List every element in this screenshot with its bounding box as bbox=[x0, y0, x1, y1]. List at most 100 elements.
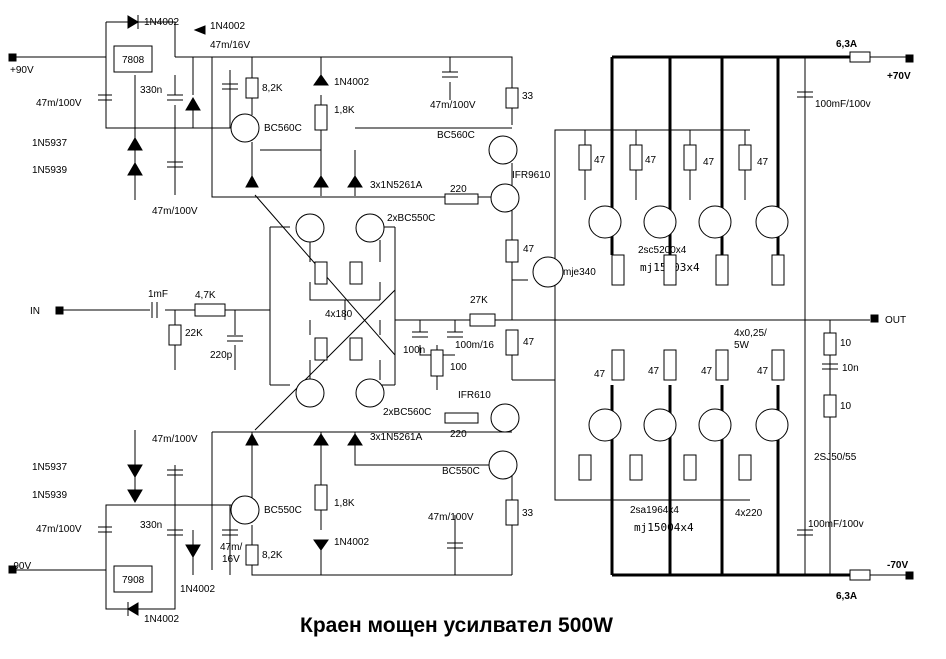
pos90-terminal bbox=[8, 53, 17, 62]
z-1n5261a-bot-label: 3x1N5261A bbox=[370, 432, 423, 443]
q-2sa1964-label: 2sa1964x4 bbox=[630, 505, 679, 516]
z-1n5937-top-label: 1N5937 bbox=[32, 138, 67, 149]
svg-text:47: 47 bbox=[594, 155, 606, 166]
reg-7908-label: 7908 bbox=[122, 575, 145, 586]
res-220-bot-label: 220 bbox=[450, 429, 467, 440]
cap-220p-label: 220p bbox=[210, 350, 233, 361]
q-mj15004-label: mj15004x4 bbox=[634, 521, 694, 534]
q-2sc5200-label: 2sc5200x4 bbox=[638, 245, 687, 256]
svg-text:47: 47 bbox=[645, 155, 657, 166]
res-4x025-label: 4x0,25/ bbox=[734, 328, 767, 339]
svg-text:47: 47 bbox=[701, 366, 713, 377]
pos90-label: +90V bbox=[10, 65, 34, 76]
pos70-label: +70V bbox=[887, 71, 911, 82]
res-47k-label: 4,7K bbox=[195, 290, 216, 301]
res-47-drv-top-label: 47 bbox=[523, 244, 535, 255]
svg-text:47: 47 bbox=[594, 369, 606, 380]
res-4x025-w-label: 5W bbox=[734, 340, 750, 351]
q-bc560c-left-label: BC560C bbox=[264, 123, 302, 134]
q-bc550c-right-label: BC550C bbox=[442, 466, 480, 477]
z-1n5937-bot-label: 1N5937 bbox=[32, 462, 67, 473]
res-10-a-label: 10 bbox=[840, 338, 852, 349]
q-bc560c-left-icon bbox=[230, 113, 260, 143]
z-1n5939-bot-label: 1N5939 bbox=[32, 490, 67, 501]
pos70-terminal bbox=[905, 54, 914, 63]
d-1n4002-b-label: 1N4002 bbox=[210, 21, 245, 32]
q-bc550c-left-icon bbox=[230, 495, 260, 525]
cap-100n-label: 100n bbox=[403, 345, 425, 356]
res-220-top-label: 220 bbox=[450, 184, 467, 195]
q-mje340-icon bbox=[532, 256, 564, 288]
d-1n4002-a-icon bbox=[127, 15, 139, 29]
d-1n4002-d-label: 1N4002 bbox=[334, 537, 369, 548]
out-terminal bbox=[870, 314, 879, 323]
q-2sj50-label: 2SJ50/55 bbox=[814, 452, 857, 463]
res-4x220-label: 4x220 bbox=[735, 508, 763, 519]
cap-47m100-bl-label: 47m/100V bbox=[152, 434, 198, 445]
cap-10n-label: 10n bbox=[842, 363, 859, 374]
res-82k-bot-label: 8,2K bbox=[262, 550, 283, 561]
cap-330n-bot-label: 330n bbox=[140, 520, 162, 531]
cap-47m100-bl3-label: 47m/100V bbox=[36, 524, 82, 535]
res-4x180-label: 4x180 bbox=[325, 309, 353, 320]
res-22k-label: 22K bbox=[185, 328, 203, 339]
q-ifr610-icon bbox=[490, 403, 520, 433]
cap-47m100-bc-label: 47m/100V bbox=[428, 512, 474, 523]
q-ifr610-label: IFR610 bbox=[458, 390, 491, 401]
d-1n4002-a-label: 1N4002 bbox=[144, 17, 179, 28]
neg70-label: -70V bbox=[887, 560, 908, 571]
reg-7908 bbox=[113, 565, 153, 593]
neg90-label: -90V bbox=[10, 561, 31, 572]
in-terminal bbox=[55, 306, 64, 315]
q-ifr9610-icon bbox=[490, 183, 520, 213]
q-bc550c-right-icon bbox=[488, 450, 518, 480]
d-1n4002-e-label: 1N4002 bbox=[144, 614, 179, 625]
cap-47m100-tc-label: 47m/100V bbox=[430, 100, 476, 111]
res-47-drv-bot-label: 47 bbox=[523, 337, 535, 348]
q-2xbc560c-label: 2xBC560C bbox=[383, 407, 431, 418]
res-82k-top-label: 8,2K bbox=[262, 83, 283, 94]
q-2xbc550c-label: 2xBC550C bbox=[387, 213, 435, 224]
cap-47m16-bot-b-label: 16V bbox=[222, 554, 240, 565]
res-18k-bot-label: 1,8K bbox=[334, 498, 355, 509]
cap-100mf-bot-label: 100mF/100v bbox=[808, 519, 864, 530]
fuse-top-label: 6,3A bbox=[836, 39, 857, 50]
cap-47m100-bl-top-label: 47m/100V bbox=[152, 206, 198, 217]
cap-1mf-label: 1mF bbox=[148, 289, 168, 300]
q-mje340-label: mje340 bbox=[563, 267, 596, 278]
z-1n5261a-top-label: 3x1N5261A bbox=[370, 180, 423, 191]
z-1n5939-top-label: 1N5939 bbox=[32, 165, 67, 176]
res-33-bot-label: 33 bbox=[522, 508, 534, 519]
cap-47m100-tl-label: 47m/100V bbox=[36, 98, 82, 109]
cap-47m16-top-label: 47m/16V bbox=[210, 40, 250, 51]
res-33-top-label: 33 bbox=[522, 91, 534, 102]
q-bc560c-right-icon bbox=[488, 135, 518, 165]
res-18k-top-label: 1,8K bbox=[334, 105, 355, 116]
driver-wires bbox=[511, 129, 750, 501]
svg-text:47: 47 bbox=[703, 157, 715, 168]
cap-330n-top-label: 330n bbox=[140, 85, 162, 96]
arrow-icon bbox=[193, 25, 206, 35]
cap-100mf-top-label: 100mF/100v bbox=[815, 99, 871, 110]
center-wires bbox=[63, 194, 870, 431]
out-label: OUT bbox=[885, 315, 906, 326]
res-10-b-label: 10 bbox=[840, 401, 852, 412]
q-bc560c-right-label: BC560C bbox=[437, 130, 475, 141]
reg-7808 bbox=[113, 45, 153, 73]
page-title: Краен мощен усилвател 500W bbox=[300, 614, 613, 637]
in-label: IN bbox=[30, 306, 40, 317]
res-27k-label: 27K bbox=[470, 295, 488, 306]
cap-100m16-label: 100m/16 bbox=[455, 340, 494, 351]
output-wires bbox=[584, 55, 906, 577]
svg-text:47: 47 bbox=[757, 366, 769, 377]
svg-text:47: 47 bbox=[648, 366, 660, 377]
fuse-bot-label: 6,3A bbox=[836, 591, 857, 602]
reg-7808-label: 7808 bbox=[122, 55, 145, 66]
q-ifr9610-label: IFR9610 bbox=[512, 170, 551, 181]
d-1n4002-c-label: 1N4002 bbox=[334, 77, 369, 88]
cap-47m16-bot-a-label: 47m/ bbox=[220, 542, 242, 553]
d-1n4002-f-label: 1N4002 bbox=[180, 584, 215, 595]
neg70-terminal bbox=[905, 571, 914, 580]
